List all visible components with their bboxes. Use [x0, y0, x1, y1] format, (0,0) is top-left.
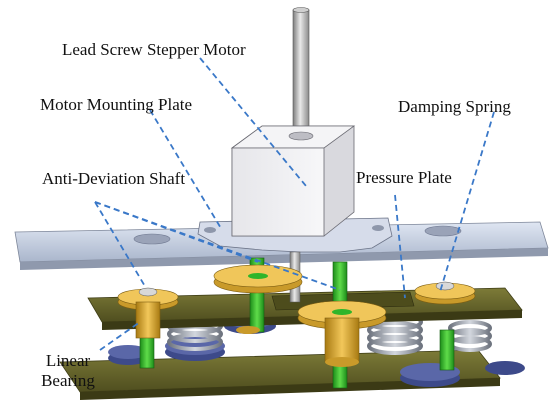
leader-motor-mounting	[149, 109, 223, 231]
label-linear-bearing: Linear Bearing	[28, 351, 108, 391]
label-pressure-plate: Pressure Plate	[356, 168, 452, 187]
leader-damping-spring	[439, 111, 495, 293]
linear-bearings	[117, 264, 476, 367]
label-anti-deviation-shaft: Anti-Deviation Shaft	[42, 169, 186, 188]
leader-anti-deviation-3	[94, 201, 341, 291]
label-damping-spring: Damping Spring	[398, 97, 511, 116]
leader-lead-screw	[199, 57, 307, 187]
label-linear-bearing-line2: Bearing	[41, 371, 95, 390]
leader-lines	[94, 57, 495, 351]
leader-pressure-plate	[394, 194, 406, 299]
label-lead-screw-stepper-motor: Lead Screw Stepper Motor	[62, 40, 246, 59]
label-linear-bearing-line1: Linear	[45, 351, 91, 370]
label-motor-mounting-plate: Motor Mounting Plate	[40, 95, 193, 114]
lead-screw	[292, 7, 310, 139]
leader-anti-deviation-2	[94, 201, 259, 263]
lower-board	[59, 349, 501, 400]
leader-linear-bearing	[99, 321, 141, 351]
leader-anti-deviation-1	[94, 201, 147, 289]
stepper-motor-body	[230, 125, 356, 237]
